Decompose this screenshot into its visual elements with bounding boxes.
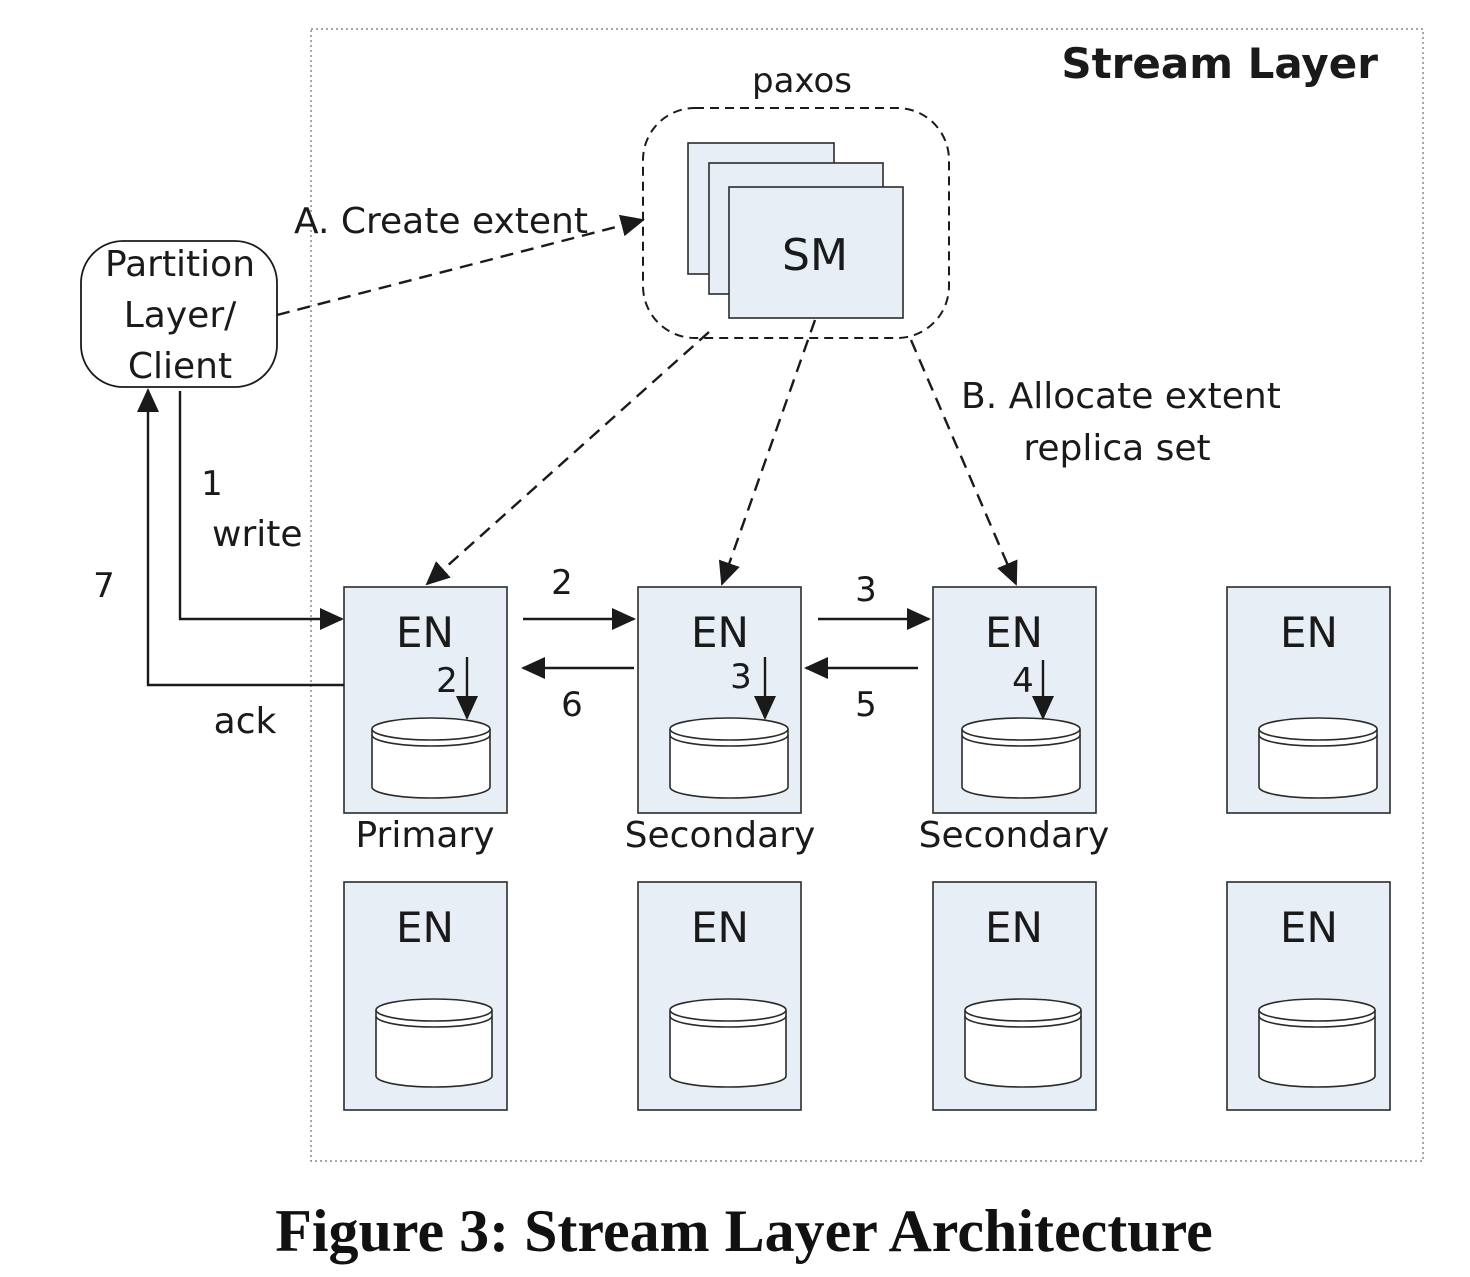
replicate-step-2: 2 bbox=[551, 563, 573, 603]
paxos-label: paxos bbox=[752, 61, 852, 101]
en-label: EN bbox=[691, 903, 749, 952]
write-label: write bbox=[212, 514, 303, 555]
allocate-label-line-1: B. Allocate extent bbox=[961, 376, 1281, 417]
disk-icon bbox=[961, 717, 1081, 799]
sm-label: SM bbox=[782, 230, 848, 281]
ack-step-5: 5 bbox=[855, 685, 877, 725]
allocate-arrow-secondary-1 bbox=[718, 319, 817, 586]
role-label-secondary-2: Secondary bbox=[919, 815, 1110, 856]
stream-layer-boundary bbox=[310, 28, 1424, 1162]
allocate-arrow-primary bbox=[425, 331, 710, 586]
allocate-label-line-2: replica set bbox=[1023, 428, 1210, 469]
disk-icon bbox=[669, 998, 787, 1088]
en-label: EN bbox=[1280, 903, 1338, 952]
local-step-primary: 2 bbox=[436, 661, 458, 701]
replicate-step-3: 3 bbox=[855, 570, 877, 610]
disk-icon bbox=[964, 998, 1082, 1088]
create-extent-arrow bbox=[276, 214, 645, 317]
ack-label: ack bbox=[214, 701, 277, 742]
en-label: EN bbox=[396, 608, 454, 657]
write-step-number: 1 bbox=[201, 464, 223, 504]
allocate-arrow-secondary-2 bbox=[909, 339, 1018, 586]
en-label: EN bbox=[985, 903, 1043, 952]
client-label-line-2: Layer/ bbox=[124, 295, 237, 336]
disk-icon bbox=[1258, 998, 1376, 1088]
client-label-line-1: Partition bbox=[105, 244, 255, 285]
en-label: EN bbox=[396, 903, 454, 952]
write-path bbox=[178, 391, 344, 630]
ack-path bbox=[137, 388, 344, 687]
local-step-secondary-2: 4 bbox=[1012, 661, 1034, 701]
disk-icon bbox=[1258, 717, 1378, 799]
figure-caption: Figure 3: Stream Layer Architecture bbox=[275, 1198, 1213, 1264]
stream-layer-title: Stream Layer bbox=[1061, 39, 1378, 88]
disk-icon bbox=[375, 998, 493, 1088]
role-label-primary: Primary bbox=[355, 815, 494, 856]
en-label: EN bbox=[1280, 608, 1338, 657]
disk-icon bbox=[371, 717, 491, 799]
en-label: EN bbox=[985, 608, 1043, 657]
paxos-group bbox=[642, 107, 950, 339]
disk-icon bbox=[669, 717, 789, 799]
client-label-line-3: Client bbox=[128, 346, 232, 387]
ack-step-number: 7 bbox=[93, 566, 115, 606]
local-step-secondary-1: 3 bbox=[730, 657, 752, 697]
en-label: EN bbox=[691, 608, 749, 657]
sm-box bbox=[728, 186, 904, 319]
ack-step-6: 6 bbox=[561, 685, 583, 725]
role-label-secondary-1: Secondary bbox=[625, 815, 816, 856]
create-extent-label: A. Create extent bbox=[294, 201, 588, 242]
